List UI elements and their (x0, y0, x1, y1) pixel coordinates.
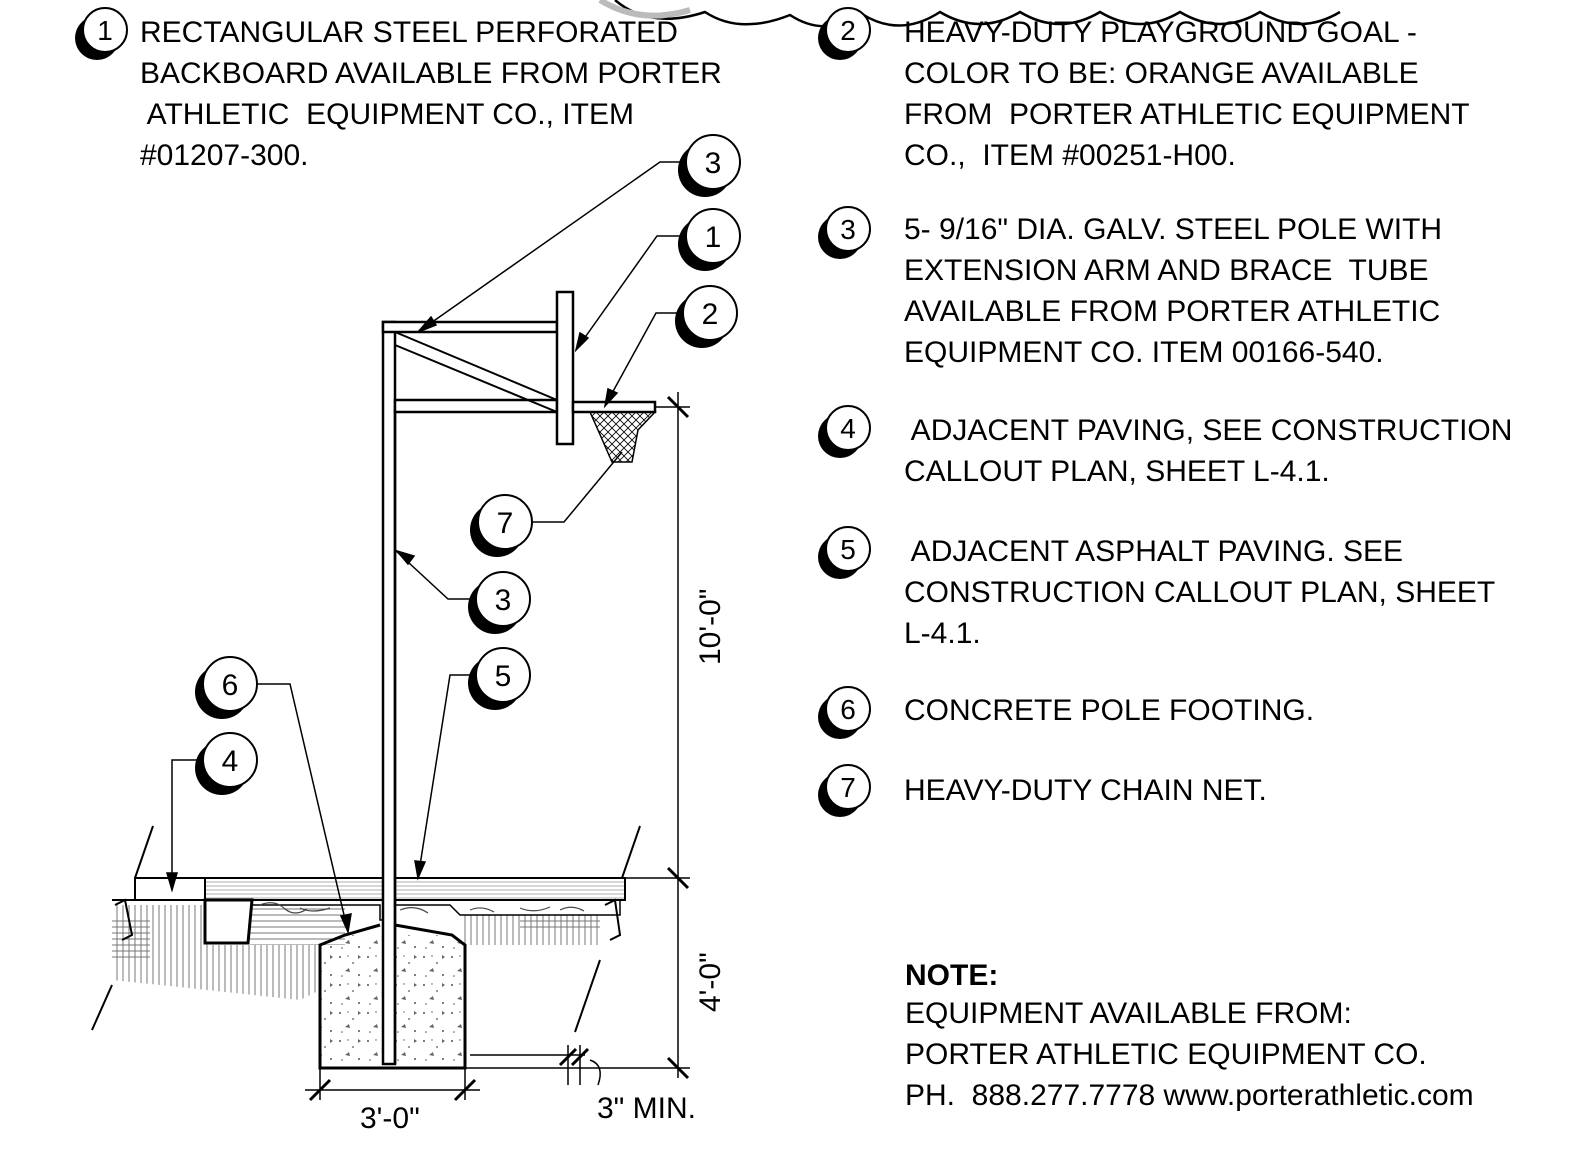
legend-bubble-6-number: 6 (840, 694, 856, 725)
revision-cloud (614, 0, 1341, 28)
min-clearance-dimension: 3" MIN. (597, 1092, 696, 1125)
legend-2-line-2: COLOR TO BE: ORANGE AVAILABLE (904, 57, 1419, 90)
callout-bubble-c4-number: 4 (222, 745, 239, 778)
callout-bubble-c6: 6 (195, 656, 258, 719)
leader-lines (165, 161, 683, 935)
legend-bubble-3: 3 (818, 206, 871, 259)
legend-bubble-2: 2 (818, 7, 871, 60)
legend-5-line-3: L-4.1. (904, 617, 981, 650)
callout-bubble-c3_top-number: 3 (705, 147, 722, 180)
legend-4-line-1: ADJACENT PAVING, SEE CONSTRUCTION (904, 414, 1513, 447)
callout-bubble-c4: 4 (195, 732, 258, 795)
legend-1-line-3: ATHLETIC EQUIPMENT CO., ITEM (140, 98, 634, 131)
callout-bubble-c2-number: 2 (702, 298, 719, 331)
legend-3-line-4: EQUIPMENT CO. ITEM 00166-540. (904, 336, 1384, 369)
legend-bubble-7: 7 (818, 764, 871, 817)
legend-4-line-2: CALLOUT PLAN, SHEET L-4.1. (904, 455, 1330, 488)
legend-bubble-4-number: 4 (840, 413, 856, 444)
legend-bubble-1: 1 (75, 7, 128, 60)
callout-bubble-c3_pole-number: 3 (495, 584, 512, 617)
callout-bubble-c3_top: 3 (678, 134, 741, 197)
legend-bubble-6: 6 (818, 686, 871, 739)
legend-3-line-3: AVAILABLE FROM PORTER ATHLETIC (904, 295, 1441, 328)
basketball-goal (381, 290, 657, 1066)
note-line-1: EQUIPMENT AVAILABLE FROM: (905, 997, 1352, 1030)
legend-5-line-2: CONSTRUCTION CALLOUT PLAN, SHEET (904, 576, 1496, 609)
callout-bubble-c1: 1 (678, 208, 741, 271)
callout-bubble-c2: 2 (675, 285, 738, 348)
ground-section (91, 825, 641, 1033)
legend-3-line-2: EXTENSION ARM AND BRACE TUBE (904, 254, 1429, 287)
legend-bubble-4: 4 (818, 405, 871, 458)
callout-bubble-c7: 7 (470, 494, 533, 557)
rim-height-dimension: 10'-0" (694, 589, 727, 665)
dimension-lines (305, 392, 690, 1102)
callout-bubble-c5-number: 5 (495, 660, 512, 693)
callout-bubble-c3_pole: 3 (468, 571, 531, 634)
note-line-2: PORTER ATHLETIC EQUIPMENT CO. (905, 1038, 1427, 1071)
concrete-footing (318, 923, 467, 1070)
footing-width-dimension: 3'-0" (360, 1102, 420, 1135)
legend-6-line-1: CONCRETE POLE FOOTING. (904, 694, 1315, 727)
legend-1-line-2: BACKBOARD AVAILABLE FROM PORTER (140, 57, 722, 90)
legend-2-line-4: CO., ITEM #00251-H00. (904, 139, 1236, 172)
legend-1-line-1: RECTANGULAR STEEL PERFORATED (140, 16, 678, 49)
callout-bubble-c5: 5 (468, 647, 531, 710)
legend-bubble-7-number: 7 (840, 772, 856, 803)
callout-bubble-c6-number: 6 (222, 669, 239, 702)
callout-bubble-c7-number: 7 (497, 507, 514, 540)
legend-bubble-5-number: 5 (840, 534, 856, 565)
note-heading: NOTE: (905, 959, 999, 992)
callout-bubble-c1-number: 1 (705, 221, 722, 254)
legend-bubble-3-number: 3 (840, 214, 856, 245)
legend-5-line-1: ADJACENT ASPHALT PAVING. SEE (904, 535, 1404, 568)
legend-1-line-4: #01207-300. (140, 139, 309, 172)
legend-3-line-1: 5- 9/16" DIA. GALV. STEEL POLE WITH (904, 213, 1443, 246)
legend-2-line-1: HEAVY-DUTY PLAYGROUND GOAL - (904, 16, 1417, 49)
legend-bubble-1-number: 1 (97, 15, 113, 46)
legend-2-line-3: FROM PORTER ATHLETIC EQUIPMENT (904, 98, 1470, 131)
legend-bubble-5: 5 (818, 526, 871, 579)
legend-bubble-2-number: 2 (840, 15, 856, 46)
legend-7-line-1: HEAVY-DUTY CHAIN NET. (904, 774, 1267, 807)
note-line-3: PH. 888.277.7778 www.porterathletic.com (905, 1079, 1474, 1112)
footing-depth-dimension: 4'-0" (694, 952, 727, 1012)
